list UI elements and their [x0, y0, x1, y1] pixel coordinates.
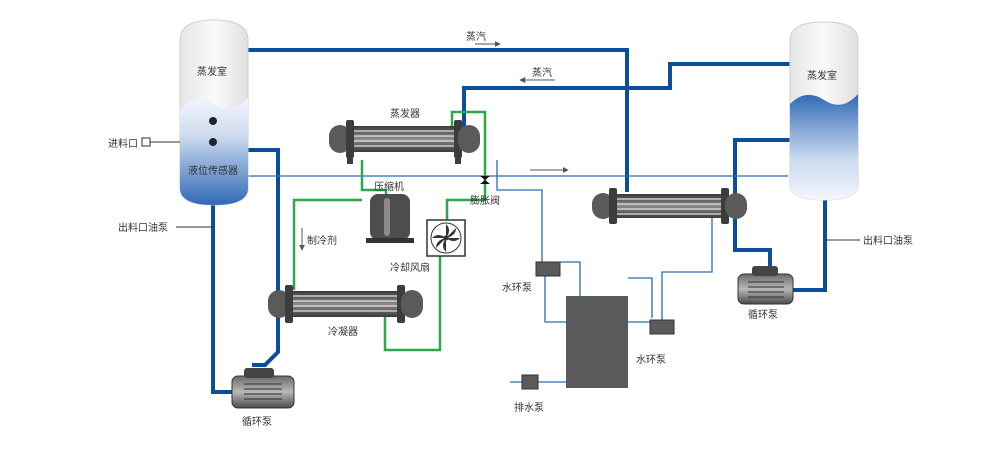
water-pump-upper-body	[535, 261, 561, 277]
left-tank-return-pipe	[248, 148, 280, 367]
condenser-cap-right	[401, 290, 423, 318]
right-circulation-pump-label: 循环泵	[748, 308, 778, 321]
refrigerant-label: 制冷剂	[307, 234, 337, 247]
refrigerant-loop-d	[292, 198, 362, 290]
refrigerant-loop-b	[445, 178, 487, 222]
evaporator-flange-left	[346, 120, 354, 158]
condenser-flange-left	[285, 285, 293, 323]
left-tank-discharge-pipe	[211, 200, 232, 394]
left-tank-liquid	[180, 98, 248, 205]
evaporator-tubes	[354, 130, 454, 147]
feed-inlet-box	[141, 137, 151, 147]
evaporator-nozzle-bottom	[347, 158, 353, 164]
rhx-cap-right	[725, 193, 747, 219]
condenser-cap-left	[268, 290, 290, 318]
right-heat-exchanger	[592, 188, 747, 224]
rhx-tubes	[617, 198, 721, 215]
condenser-body	[293, 291, 397, 317]
condenser-tubes	[293, 295, 397, 312]
compressor-highlight	[384, 198, 390, 236]
compressor: 压缩机	[366, 180, 414, 243]
evaporator-body	[354, 126, 454, 152]
level-sensor-label: 液位传感器	[188, 164, 238, 177]
evaporator-cap-right	[458, 125, 480, 153]
compressor-label: 压缩机	[374, 180, 404, 193]
evaporator-label: 蒸发器	[390, 107, 420, 120]
drain-pump: 排水泵	[514, 374, 544, 414]
right-discharge-label: 出料口油泵	[863, 234, 913, 247]
right-chamber-label: 蒸发室	[807, 69, 837, 82]
expansion-valve: 膨胀阀	[470, 176, 500, 207]
evaporator-nozzle-bottom-r	[455, 158, 461, 164]
water-loop-5	[661, 218, 713, 322]
sensor-dot-upper	[209, 117, 217, 125]
left-pump-motor	[231, 375, 295, 409]
water-loop-6	[628, 277, 653, 318]
drain-pump-label: 排水泵	[514, 401, 544, 414]
water-tank	[566, 296, 628, 388]
expansion-valve-label: 膨胀阀	[470, 194, 500, 207]
left-chamber-label: 蒸发室	[197, 65, 227, 78]
right-evaporation-chamber: 蒸发室	[789, 21, 859, 201]
left-discharge: 出料口油泵	[118, 221, 213, 234]
vapor-pipe-mid	[462, 62, 790, 128]
evaporator: 蒸发器	[329, 107, 480, 164]
vapor-pipe-top	[248, 48, 629, 192]
refrigerant-loop-a	[450, 110, 487, 178]
right-discharge: 出料口油泵	[825, 234, 913, 247]
refrigerant-loop-c	[360, 160, 388, 196]
evaporator-cap-left	[329, 125, 351, 153]
flow-arrows	[299, 41, 569, 251]
blue-pipes	[211, 48, 827, 394]
vapor-top-label: 蒸汽	[466, 30, 486, 43]
right-tank-discharge-pipe	[793, 200, 827, 292]
left-discharge-label: 出料口油泵	[118, 221, 168, 234]
sensor-dot-lower	[209, 138, 217, 146]
rhx-flange-left	[609, 188, 617, 224]
water-loop-1	[496, 160, 543, 262]
condenser: 冷凝器	[268, 285, 423, 338]
left-pump-head	[244, 368, 274, 378]
condenser-label: 冷凝器	[328, 325, 358, 338]
vapor-mid-label: 蒸汽	[532, 66, 552, 79]
right-pump-head	[752, 266, 778, 276]
water-ring-pump-lower: 水环泵	[636, 319, 675, 366]
feed-inlet: 进料口	[108, 137, 180, 150]
water-pump-lower-label: 水环泵	[636, 354, 666, 366]
right-tank-loop-pipe	[733, 138, 790, 270]
right-circulation-pump: 循环泵	[737, 266, 794, 321]
left-pump-fins	[244, 383, 282, 400]
cooling-fan: 冷却风扇	[390, 219, 466, 274]
water-pump-lower-body	[649, 319, 675, 335]
cooling-fan-label: 冷却风扇	[390, 261, 430, 274]
water-loop-2	[560, 261, 581, 296]
left-evaporation-chamber: 蒸发室 液位传感器	[179, 19, 249, 206]
right-tank-liquid	[790, 94, 858, 200]
rhx-cap-left	[592, 193, 614, 219]
compressor-base	[366, 238, 414, 243]
green-pipes	[292, 110, 487, 352]
right-pump-fins	[748, 281, 784, 298]
water-pump-upper-label: 水环泵	[502, 282, 532, 294]
water-loop-3	[544, 276, 566, 323]
left-circulation-pump: 循环泵	[231, 368, 295, 428]
fan-icon	[432, 224, 460, 252]
right-pump-motor	[737, 273, 794, 305]
left-circulation-pump-label: 循环泵	[242, 415, 272, 428]
valve-icon	[480, 176, 490, 184]
feed-inlet-label: 进料口	[108, 137, 138, 150]
drain-pump-body	[521, 374, 539, 390]
water-ring-pump-upper: 水环泵	[502, 261, 561, 294]
fan-ring	[430, 222, 462, 254]
